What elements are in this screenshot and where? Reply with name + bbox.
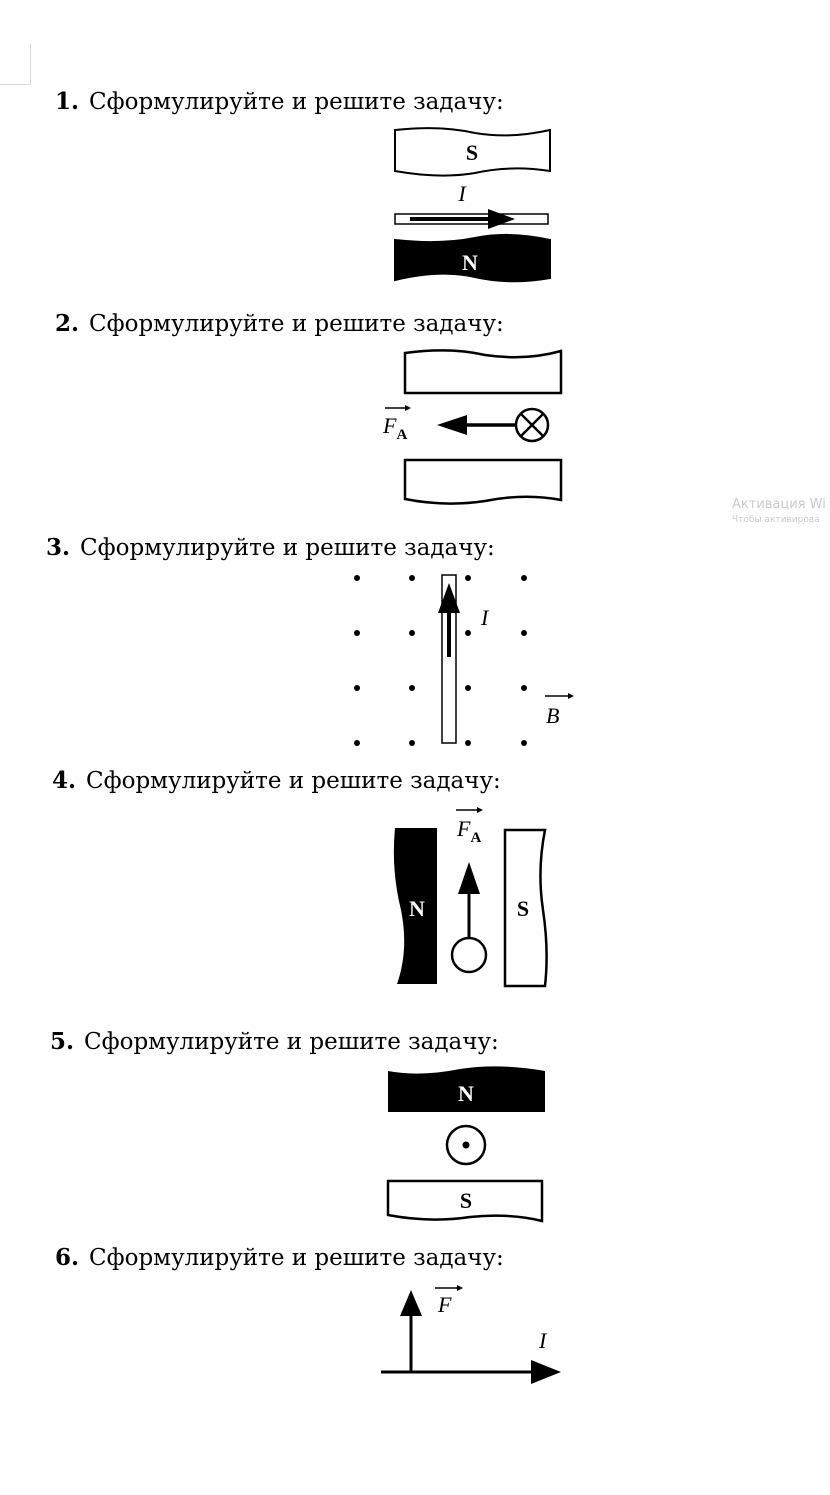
task-text: Сформулируйте и решите задачу: <box>89 311 504 337</box>
activation-watermark: Активация Wi Чтобы активирова <box>732 497 826 525</box>
figure-5: N S <box>386 1066 545 1223</box>
task-text: Сформулируйте и решите задачу: <box>89 89 504 115</box>
task-2: 2. Сформулируйте и решите задачу: <box>55 310 504 337</box>
magnet-pole-n <box>394 233 551 283</box>
figure-3: I B <box>354 574 574 746</box>
pole-label-n: N <box>409 896 425 921</box>
magnet-pole-n <box>393 828 437 984</box>
vector-bar-head <box>405 405 411 411</box>
force-label: F <box>437 1292 452 1317</box>
task-number: 5. <box>50 1028 75 1055</box>
task-number: 6. <box>55 1244 80 1271</box>
magnet-pole-s <box>503 828 548 988</box>
current-arrow-head <box>488 209 515 229</box>
pole-label-s: S <box>466 140 478 165</box>
figure-1: S I N <box>394 127 551 283</box>
magnet-bottom <box>403 458 563 505</box>
pole-label-s: S <box>517 896 529 921</box>
task-number: 3. <box>46 534 71 561</box>
conductor-cross-section <box>450 936 488 974</box>
current-arrow-head <box>438 583 460 613</box>
figure-6: F I <box>381 1285 561 1384</box>
pole-label-n: N <box>462 250 478 275</box>
conductor <box>441 574 457 744</box>
magnet-pole-s <box>386 1179 544 1223</box>
task-text: Сформулируйте и решите задачу: <box>86 768 501 794</box>
watermark-line-1: Активация Wi <box>732 497 826 512</box>
field-label: B <box>546 703 559 728</box>
magnet-pole-s <box>394 127 551 177</box>
task-4: 4. Сформулируйте и решите задачу: <box>52 767 501 794</box>
force-arrow-head <box>437 415 467 435</box>
force-arrow-head <box>400 1290 422 1316</box>
current-label: I <box>457 181 467 206</box>
task-number: 1. <box>55 88 80 115</box>
watermark-line-2: Чтобы активирова <box>732 515 820 525</box>
figure-4: N FA S <box>393 807 548 988</box>
magnet-pole-n <box>388 1066 545 1112</box>
pole-label-s: S <box>460 1188 472 1213</box>
vector-bar-head <box>477 807 483 813</box>
task-text: Сформулируйте и решите задачу: <box>80 535 495 561</box>
vector-bar-head <box>568 693 574 699</box>
task-3: 3. Сформулируйте и решите задачу: <box>46 534 495 561</box>
force-label: FA <box>456 816 481 846</box>
force-arrow-head <box>458 862 480 894</box>
magnet-top <box>403 349 563 395</box>
task-5: 5. Сформулируйте и решите задачу: <box>50 1028 499 1055</box>
pole-label-n: N <box>458 1081 474 1106</box>
task-6: 6. Сформулируйте и решите задачу: <box>55 1244 504 1271</box>
current-label: I <box>480 605 490 630</box>
figure-2: FA <box>382 349 563 505</box>
field-dots <box>354 575 527 746</box>
task-text: Сформулируйте и решите задачу: <box>89 1245 504 1271</box>
task-text: Сформулируйте и решите задачу: <box>84 1029 499 1055</box>
task-number: 2. <box>55 310 80 337</box>
current-label: I <box>538 1328 548 1353</box>
page-corner-mark <box>0 44 31 85</box>
vector-bar-head <box>457 1285 463 1291</box>
cross-line-2 <box>520 413 544 437</box>
current-dot <box>462 1141 470 1149</box>
current-arrow-head <box>531 1360 561 1384</box>
task-1: 1. Сформулируйте и решите задачу: <box>55 88 504 115</box>
task-number: 4. <box>52 767 77 794</box>
force-label: FA <box>382 413 407 443</box>
